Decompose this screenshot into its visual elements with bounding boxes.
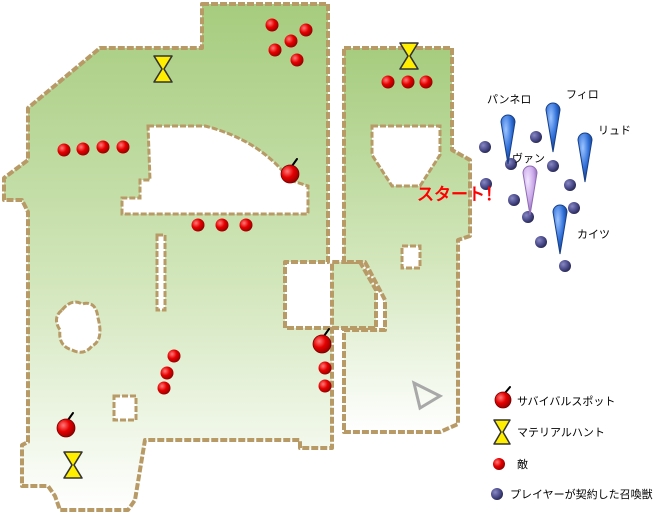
summon-dot-icon [568,202,580,214]
enemy-dot-icon [268,43,282,57]
enemy-dot-icon [239,218,253,232]
enemy-dot-icon [57,143,71,157]
triangle-marker-icon [411,380,444,411]
hole-vertical-slit [155,233,167,312]
enemy-dot-icon [116,140,130,154]
hourglass-icon [153,55,173,83]
legend-label-summon: プレイヤーが契約した召喚獣 [510,487,653,501]
hole-blob [55,300,102,354]
legend-item-enemy: 敵 [493,458,528,471]
enemy-dot-icon [215,218,229,232]
map-holes [55,124,442,422]
label-firo: フィロ [566,88,599,101]
enemy-dot-icon [290,53,304,67]
player-marker-ryudo [577,132,593,183]
label-kaitsu: カイツ [577,228,610,241]
enemy-dot-icon [157,381,171,395]
summon-dot-icon [547,160,559,172]
legend-item-summon: プレイヤーが契約した召喚獣 [491,487,653,501]
enemy-dot-icon [191,218,205,232]
summon-dot-icon [491,488,503,500]
player-marker-firo [545,102,561,153]
enemy-dot-icon [493,458,505,470]
enemy-dot-icon [299,23,313,37]
summon-dot-icon [559,260,571,272]
material-hunt-markers [63,42,419,479]
enemy-dot-icon [318,361,332,375]
enemy-dot-icon [96,140,110,154]
survival-spot-markers [56,158,332,438]
map-area-right [342,46,472,434]
label-ryudo: リュド [598,124,631,137]
summon-dot-icon [480,178,492,190]
enemy-dot-icon [167,349,181,363]
summon-dot-icon [508,194,520,206]
enemy-dot-icon [160,366,174,380]
player-marker-kaitsu [552,204,568,255]
summon-dot-icon [479,141,491,153]
survival-spot-icon [280,158,300,184]
summon-dot-icon [564,179,576,191]
hourglass-icon [399,42,419,70]
summon-dot-icon [535,236,547,248]
enemy-dot-icon [381,75,395,89]
survival-spot-icon [56,412,76,438]
summon-dot-icon [522,211,534,223]
summon-dot-icon [530,131,542,143]
enemy-markers [57,18,433,395]
label-pannero: パンネロ [487,93,531,106]
hourglass-icon [63,451,83,479]
survival-spot-icon [494,386,512,409]
enemy-dot-icon [401,75,415,89]
label-van: ヴァン [512,151,545,165]
player-marker-pannero [500,114,516,165]
enemy-dot-icon [419,75,433,89]
legend-label-material-hunt: マテリアルハント [517,426,605,439]
legend: サバイバルスポット マテリアルハント 敵 プレイヤーが契約した召喚獣 [491,386,653,501]
enemy-dot-icon [318,379,332,393]
legend-label-enemy: 敵 [517,458,528,471]
hole-right-small-square [400,244,422,270]
legend-item-material-hunt: マテリアルハント [493,419,605,445]
enemy-dot-icon [284,34,298,48]
player-marker-van [522,165,538,216]
hole-small-square [112,394,138,422]
hole-right-pentagon [370,124,442,188]
legend-item-survival-spot: サバイバルスポット [494,386,615,409]
survival-spot-icon [312,328,332,354]
start-label: スタート！ [417,185,502,205]
player-markers [500,102,593,255]
map-area-left [2,2,378,512]
enemy-dot-icon [265,18,279,32]
legend-label-survival-spot: サバイバルスポット [517,395,615,408]
hole-central-large [120,124,310,216]
hourglass-icon [493,419,511,445]
enemy-dot-icon [76,142,90,156]
